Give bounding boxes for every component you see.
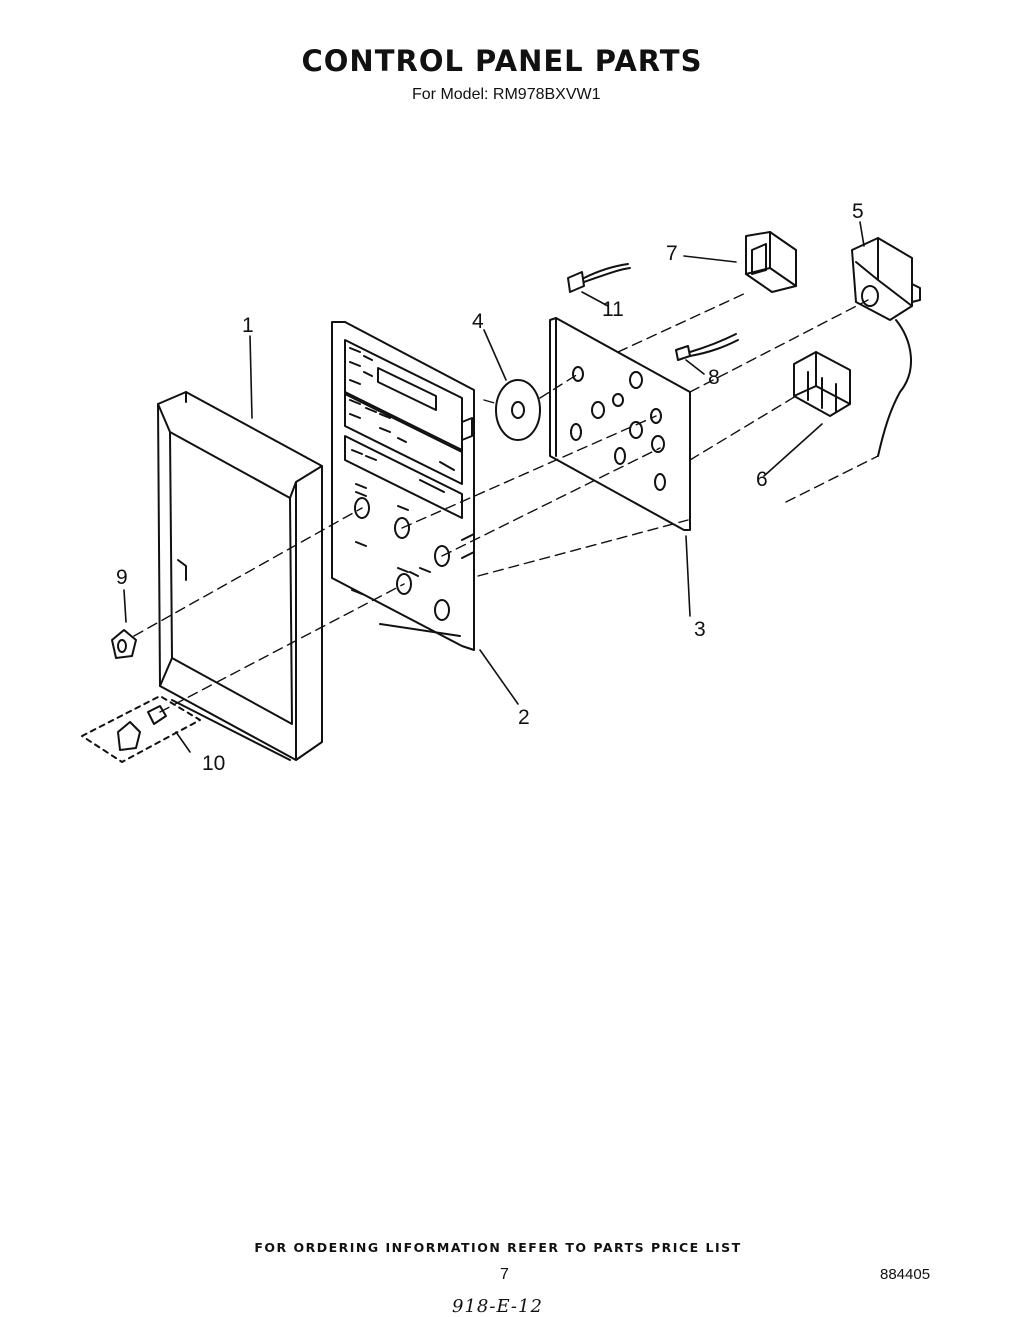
callout-2: 2 [518, 706, 530, 729]
part-11-connector [567, 263, 631, 293]
page-number: 7 [500, 1266, 509, 1283]
callout-11: 11 [602, 298, 624, 321]
callout-10: 10 [202, 752, 225, 775]
handwritten-note: 918-E-12 [452, 1296, 543, 1317]
part-3-mounting-panel [549, 317, 691, 531]
part-8-connector [675, 333, 739, 361]
leader-lines [123, 221, 865, 753]
callout-4: 4 [472, 310, 484, 333]
part-6-transformer [793, 351, 851, 417]
callout-8: 8 [708, 366, 720, 389]
callout-6: 6 [756, 468, 768, 491]
callout-9: 9 [116, 566, 128, 589]
part-4-gasket [495, 379, 541, 441]
callout-7: 7 [666, 242, 678, 265]
callout-3: 3 [694, 618, 706, 641]
part-10-knob-set [81, 695, 201, 763]
page-title: CONTROL PANEL PARTS [301, 44, 703, 78]
model-subtitle: For Model: RM978BXVW1 [412, 86, 601, 103]
part-2-overlay [331, 321, 475, 651]
document-number: 884405 [880, 1266, 931, 1283]
part-5-timer [851, 237, 921, 457]
part-7-motor [745, 231, 797, 293]
callout-5: 5 [852, 200, 864, 223]
explosion-lines [133, 291, 879, 713]
part-9-knob [111, 629, 137, 659]
ordering-note: FOR ORDERING INFORMATION REFER TO PARTS … [254, 1240, 742, 1255]
callout-1: 1 [242, 314, 254, 337]
part-1-frame [157, 391, 323, 761]
